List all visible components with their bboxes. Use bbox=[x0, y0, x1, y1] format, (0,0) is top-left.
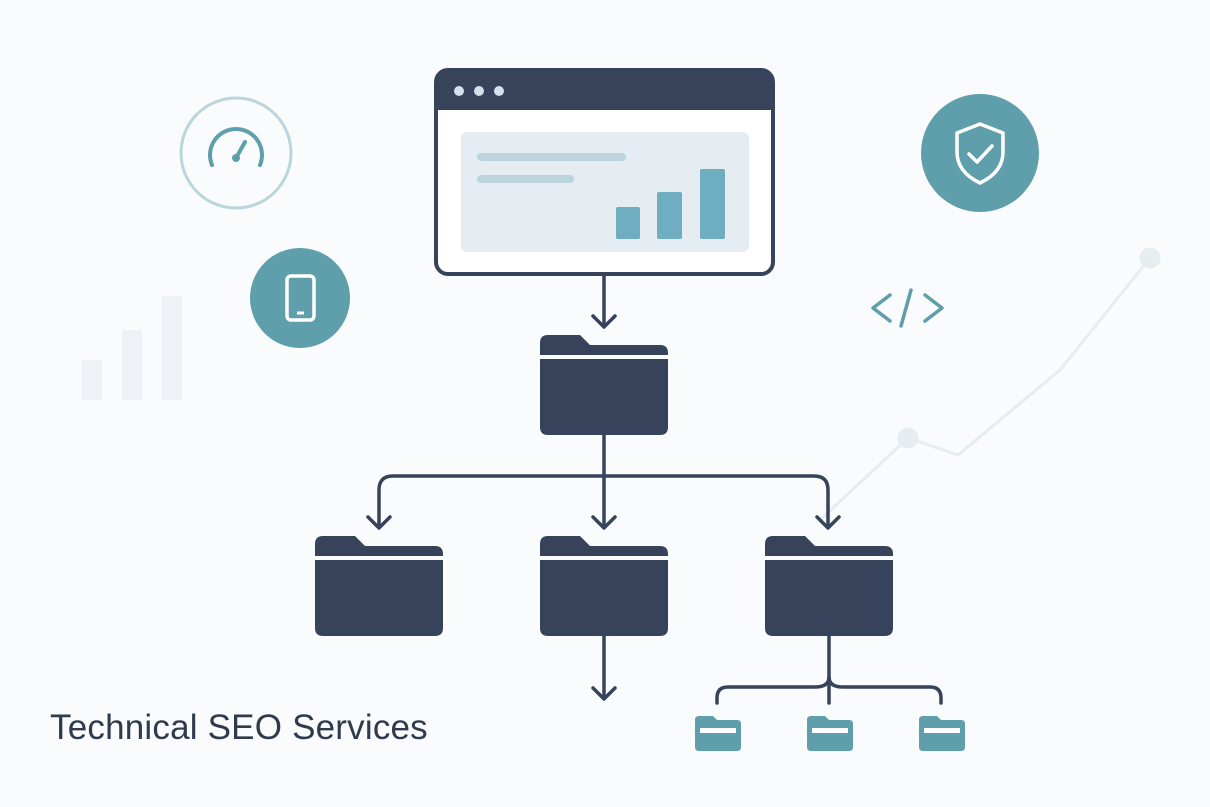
background-bar-chart bbox=[82, 296, 182, 400]
speedometer-icon bbox=[179, 96, 293, 210]
shield-check-icon bbox=[921, 94, 1039, 212]
code-icon bbox=[871, 288, 944, 328]
mobile-phone-icon bbox=[250, 248, 350, 348]
page-title: Technical SEO Services bbox=[50, 708, 428, 747]
background-trend-line bbox=[818, 247, 1161, 522]
folder-icon-right bbox=[765, 536, 893, 636]
folder-icon-left bbox=[315, 536, 443, 636]
tree-connectors bbox=[366, 274, 943, 705]
folder-icon-root bbox=[540, 335, 668, 435]
subfolder-icon-1 bbox=[695, 716, 741, 751]
subfolder-icon-3 bbox=[919, 716, 965, 751]
browser-window-icon bbox=[434, 68, 775, 276]
folder-icon-center bbox=[540, 536, 668, 636]
subfolder-icon-2 bbox=[807, 716, 853, 751]
